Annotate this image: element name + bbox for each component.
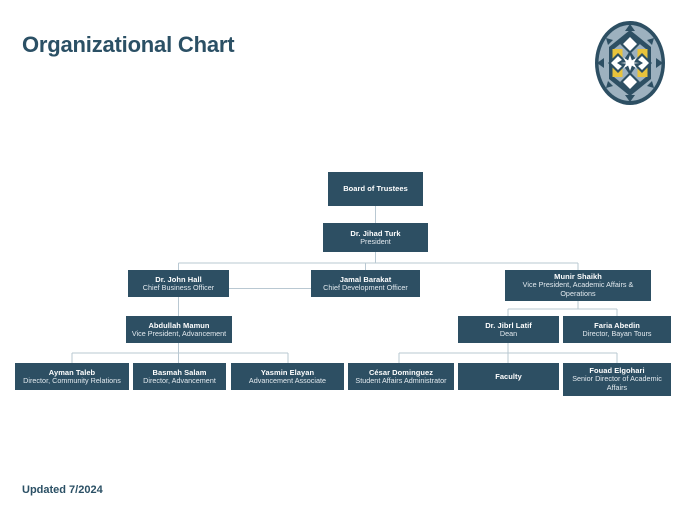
node-name: Dr. Jihad Turk [350, 228, 401, 238]
node-vp-academic-affairs-operations[interactable]: Munir Shaikh Vice President, Academic Af… [505, 270, 651, 301]
node-title: Vice President, Academic Affairs & Opera… [522, 280, 634, 299]
node-faculty[interactable]: Faculty [458, 363, 559, 390]
node-director-bayan-tours[interactable]: Faria Abedin Director, Bayan Tours [563, 316, 671, 343]
node-title: Chief Business Officer [142, 282, 215, 292]
node-dean[interactable]: Dr. Jibrl Latif Dean [458, 316, 559, 343]
bayan-medallion-logo [594, 20, 666, 106]
node-title: Dean [499, 328, 518, 338]
node-name: Dr. John Hall [155, 274, 202, 284]
node-president[interactable]: Dr. Jihad Turk President [323, 223, 428, 252]
node-title: Senior Director of Academic Affairs [572, 374, 662, 393]
node-name: Fouad Elgohari [589, 366, 645, 376]
node-vp-advancement[interactable]: Abdullah Mamun Vice President, Advanceme… [126, 316, 232, 343]
node-director-advancement[interactable]: Basmah Salam Director, Advancement [133, 363, 226, 390]
node-name: Basmah Salam [152, 367, 207, 377]
node-chief-development-officer[interactable]: Jamal Barakat Chief Development Officer [311, 270, 420, 297]
node-title: Director, Bayan Tours [582, 328, 652, 338]
node-name: Jamal Barakat [339, 274, 392, 284]
updated-date-label: Updated 7/2024 [22, 484, 103, 496]
node-title: Advancement Associate [248, 375, 327, 385]
node-name: Yasmin Elayan [260, 367, 315, 377]
node-name: César Dominguez [368, 367, 434, 377]
node-board-of-trustees[interactable]: Board of Trustees [328, 172, 423, 206]
node-chief-business-officer[interactable]: Dr. John Hall Chief Business Officer [128, 270, 229, 297]
node-title: Student Affairs Administrator [355, 375, 447, 385]
node-name: Faculty [495, 371, 522, 381]
node-advancement-associate[interactable]: Yasmin Elayan Advancement Associate [231, 363, 344, 390]
node-name: Munir Shaikh [554, 272, 602, 282]
node-name: Dr. Jibrl Latif [485, 320, 532, 330]
node-title: President [360, 236, 391, 246]
node-student-affairs-administrator[interactable]: César Dominguez Student Affairs Administ… [348, 363, 454, 390]
node-name: Ayman Taleb [48, 367, 96, 377]
node-name: Abdullah Mamun [148, 320, 210, 330]
node-name: Faria Abedin [594, 320, 640, 330]
node-senior-director-academic-affairs[interactable]: Fouad Elgohari Senior Director of Academ… [563, 363, 671, 396]
node-title: Director, Advancement [143, 375, 216, 385]
page-title: Organizational Chart [22, 32, 235, 57]
node-title: Chief Development Officer [323, 282, 408, 292]
node-name: Board of Trustees [343, 184, 408, 194]
node-director-community-relations[interactable]: Ayman Taleb Director, Community Relation… [15, 363, 129, 390]
node-title: Director, Community Relations [23, 375, 121, 385]
node-title: Vice President, Advancement [131, 328, 227, 338]
